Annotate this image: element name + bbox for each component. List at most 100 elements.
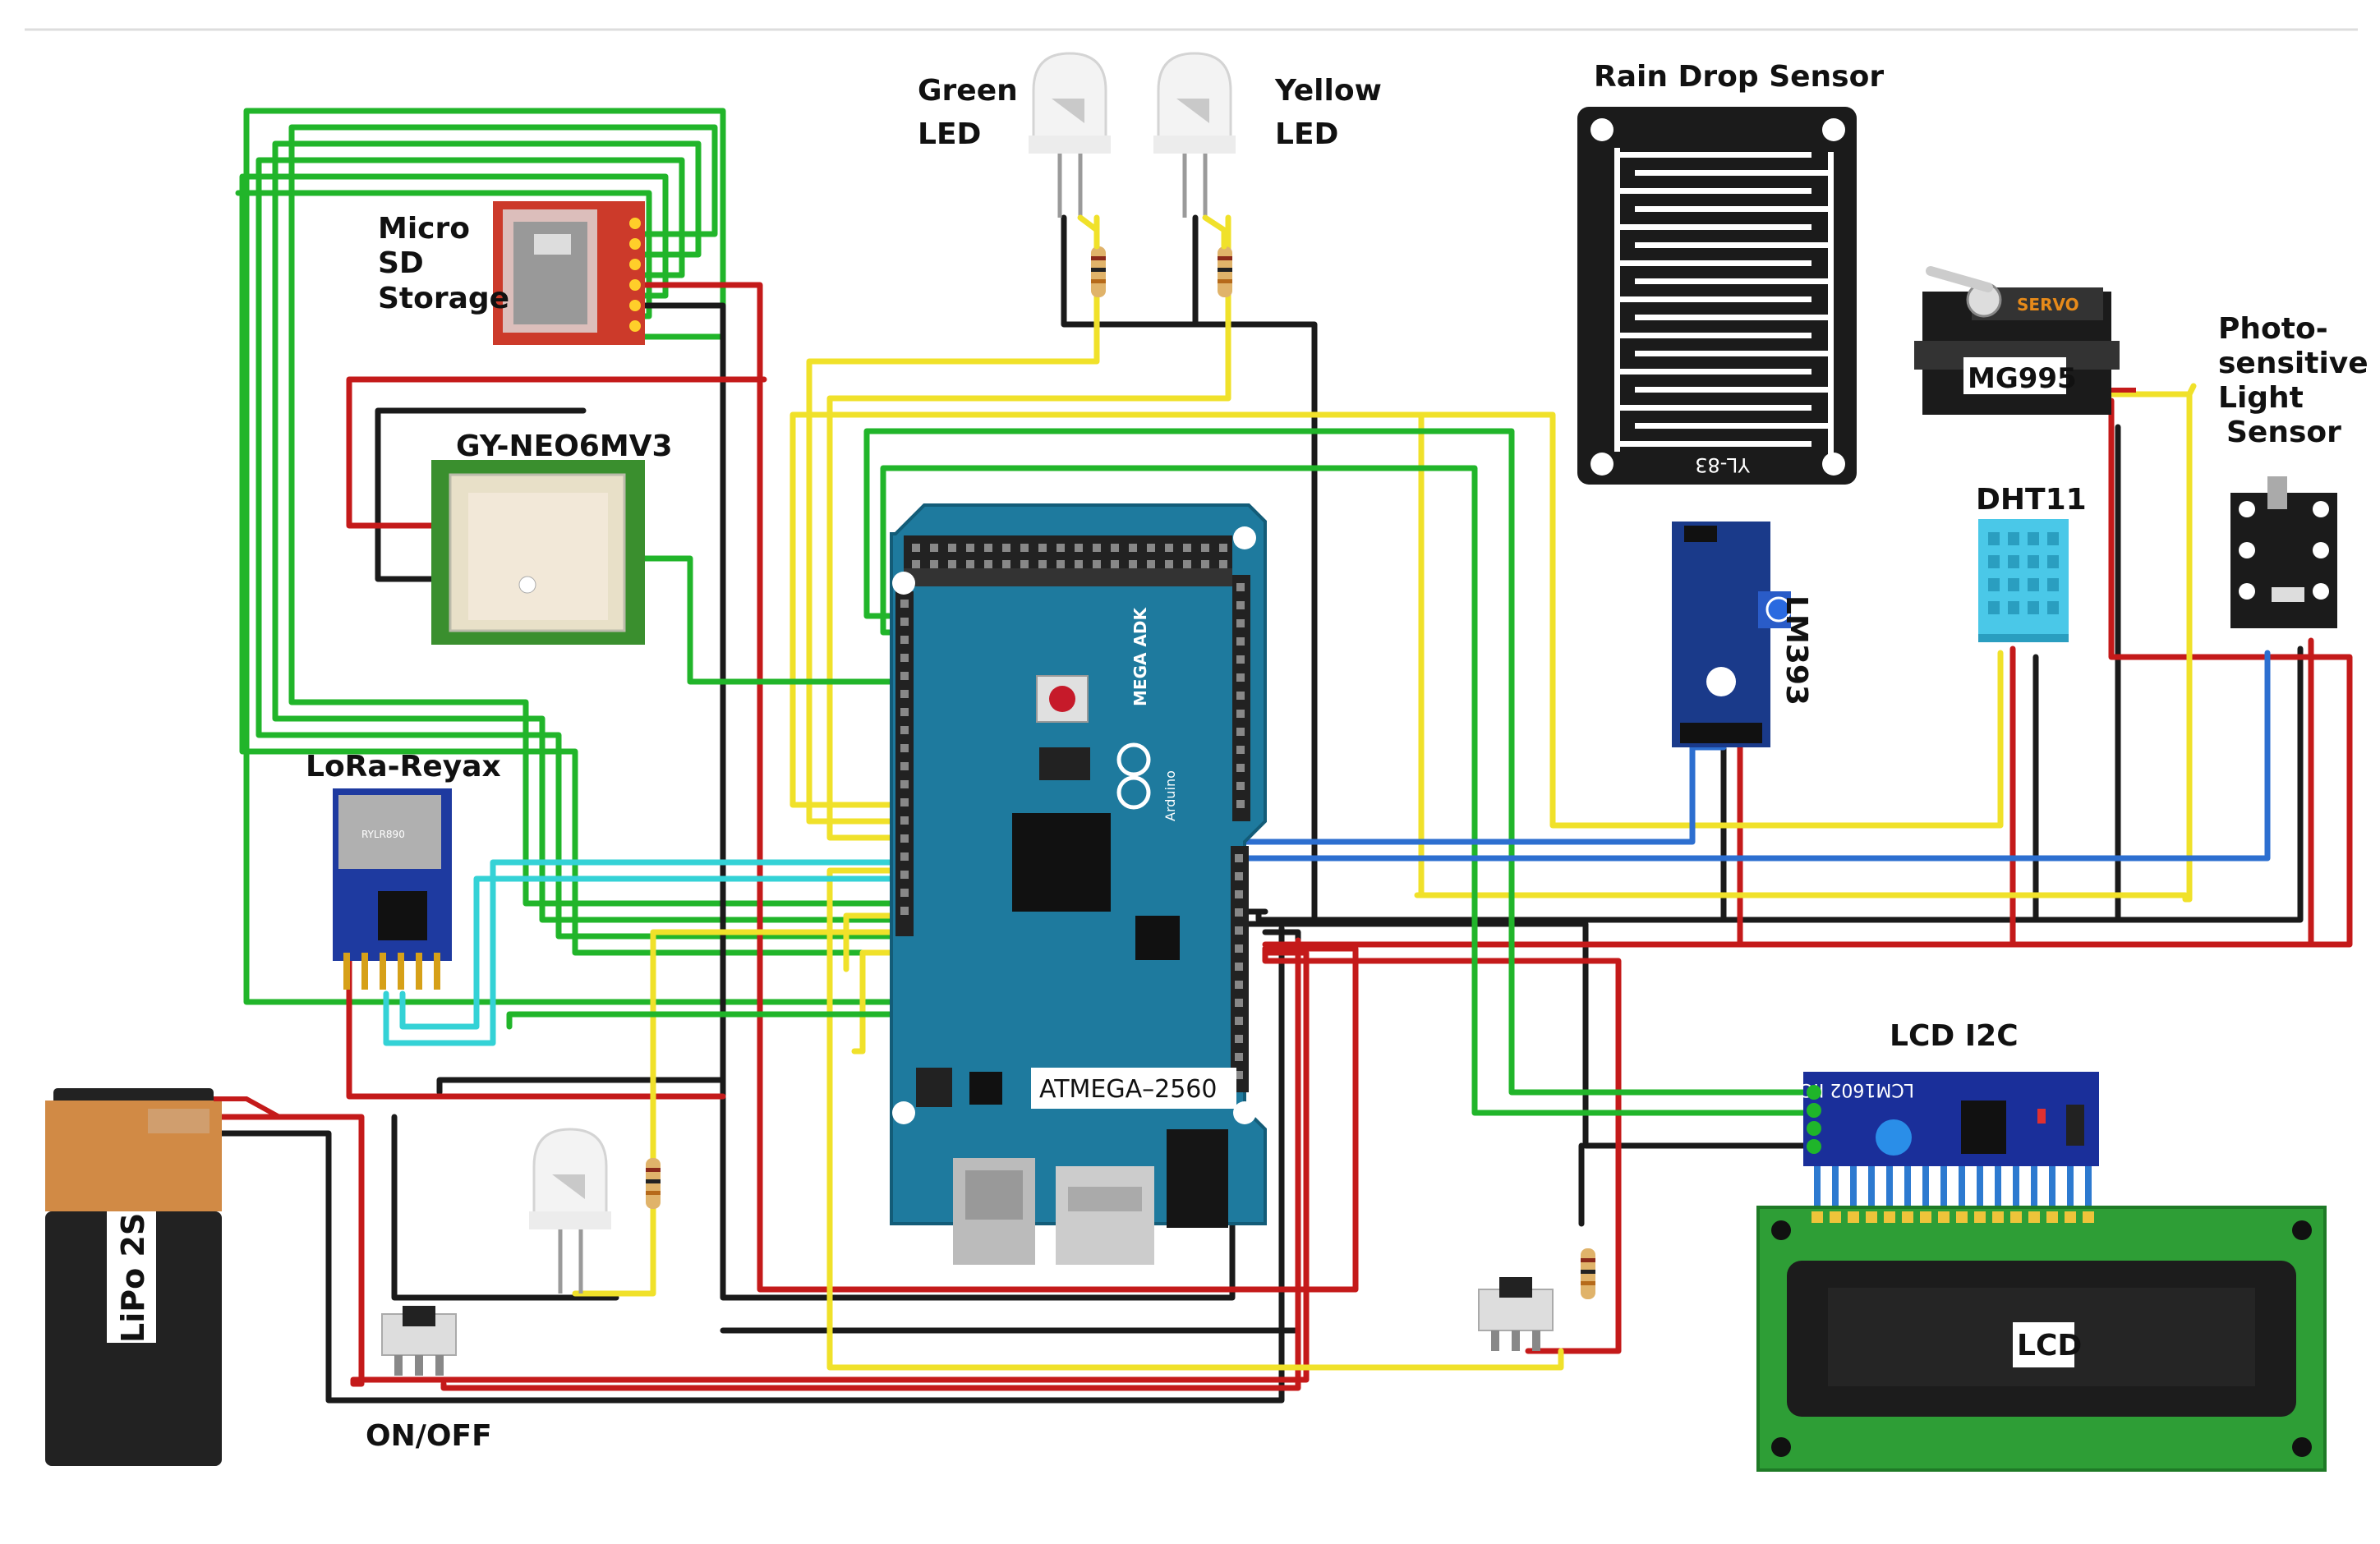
header-pin [900,708,909,716]
sd-pin [629,320,641,332]
rain-trace [1614,333,1811,338]
photo-line-1: Photo- [2218,312,2328,346]
mount-hole [892,572,915,595]
header-pin [1129,560,1137,568]
lcd-header-pin [1940,1166,1947,1207]
lora-pin [343,953,350,990]
usb-chip [1135,916,1180,960]
header-pin [1147,544,1155,552]
header-pin [1235,1017,1243,1025]
dht-vent [2008,532,2019,545]
rain-trace [1635,423,1832,429]
header-pin [900,654,909,662]
header-pin [1236,782,1245,790]
header-pin [1219,544,1227,552]
dht11-sensor [1978,519,2069,642]
photo-sensor-label: Photo- sensitive Light Sensor [2218,312,2368,449]
header-pin [1165,544,1173,552]
header-pin [1165,560,1173,568]
green-led [1029,52,1111,218]
micro-sd-label: Micro SD Storage [378,212,509,315]
header-pin [1235,944,1243,953]
lcd-header-pin [1868,1166,1875,1207]
lcd-header-pin [2085,1166,2092,1207]
rain-trace [1635,170,1832,176]
header-pin [1236,764,1245,772]
switch-label: ON/OFF [366,1419,492,1453]
header-pin [1236,710,1245,718]
photo-line-3: Light [2218,381,2304,415]
rain-trace [1635,242,1832,248]
header-pin [1235,1035,1243,1043]
rain-trace [1614,296,1811,302]
resistor [1218,246,1232,297]
lora-chip-label: RYLR890 [361,829,405,840]
rain-trace [1635,387,1832,393]
header-pin [1075,560,1083,568]
header-pin [1235,981,1243,989]
header-pin [984,560,992,568]
dht-vent [2008,578,2019,591]
yellow-led [1153,52,1236,218]
header-pin [912,544,920,552]
header-pin [930,560,938,568]
header-pin [1236,800,1245,808]
micro-sd-line-2: SD [378,246,424,280]
mcu-label-box [1031,1068,1236,1109]
lcd-header-pin [1886,1166,1893,1207]
lcd-pad [1920,1211,1931,1223]
dht-vent [2047,555,2059,568]
lcd-display: LCD [1756,1206,2327,1472]
header-pin [900,852,909,861]
mcu-chip [1012,813,1111,912]
yellow-led-line-1: Yellow [1274,74,1382,108]
vcc-wire-sd [633,282,1359,1293]
header-pin [1056,560,1065,568]
rain-trace [1614,188,1811,194]
header-pin [1219,560,1227,568]
lcd-header-pin [1959,1166,1965,1207]
header-pin [1235,890,1243,898]
servo-model: MG995 [1968,362,2077,395]
header-pin [1235,999,1243,1007]
i2c-pin [1807,1139,1821,1154]
usb-b-port-2 [965,1170,1023,1220]
green-led-label: Green LED [918,74,1018,151]
dht-vent [2047,578,2059,591]
resistor [646,1158,661,1209]
header-pin [1075,544,1083,552]
header-pin [900,672,909,680]
servo-motor: SERVO MG995 [1914,266,2120,415]
header-pin [900,798,909,806]
header-pin [930,544,938,552]
i2c-pin [1807,1103,1821,1118]
usb-a-port-2 [1068,1187,1142,1211]
green-led-line-2: LED [918,117,981,151]
dht-vent [2028,601,2039,614]
lcd-header-pin [1922,1166,1929,1207]
lcd-header-pin [2067,1166,2074,1207]
rain-trace [1614,369,1811,375]
lora-pin [398,953,404,990]
lcd-pad [1938,1211,1950,1223]
dht-vent [2047,532,2059,545]
board-brand: MEGA ADK [1130,606,1150,706]
rain-sensor-label: Rain Drop Sensor [1594,60,1884,94]
header-pin [1236,583,1245,591]
header-pin [1020,544,1029,552]
photo-sensor [2230,476,2337,628]
header-pin [1236,619,1245,627]
header-pin [1235,1053,1243,1061]
micro-sd-module [493,201,645,345]
sd-pin [629,218,641,229]
header-pin [1183,544,1191,552]
header-pin [900,889,909,897]
gps-module [431,460,645,645]
header-pin [900,744,909,752]
buzzer-switch [1478,1277,1554,1351]
header-pin [1111,544,1119,552]
header-pin [948,544,956,552]
lcd-pad [1884,1211,1895,1223]
header-pin [1235,872,1243,880]
header-pin [1236,601,1245,609]
